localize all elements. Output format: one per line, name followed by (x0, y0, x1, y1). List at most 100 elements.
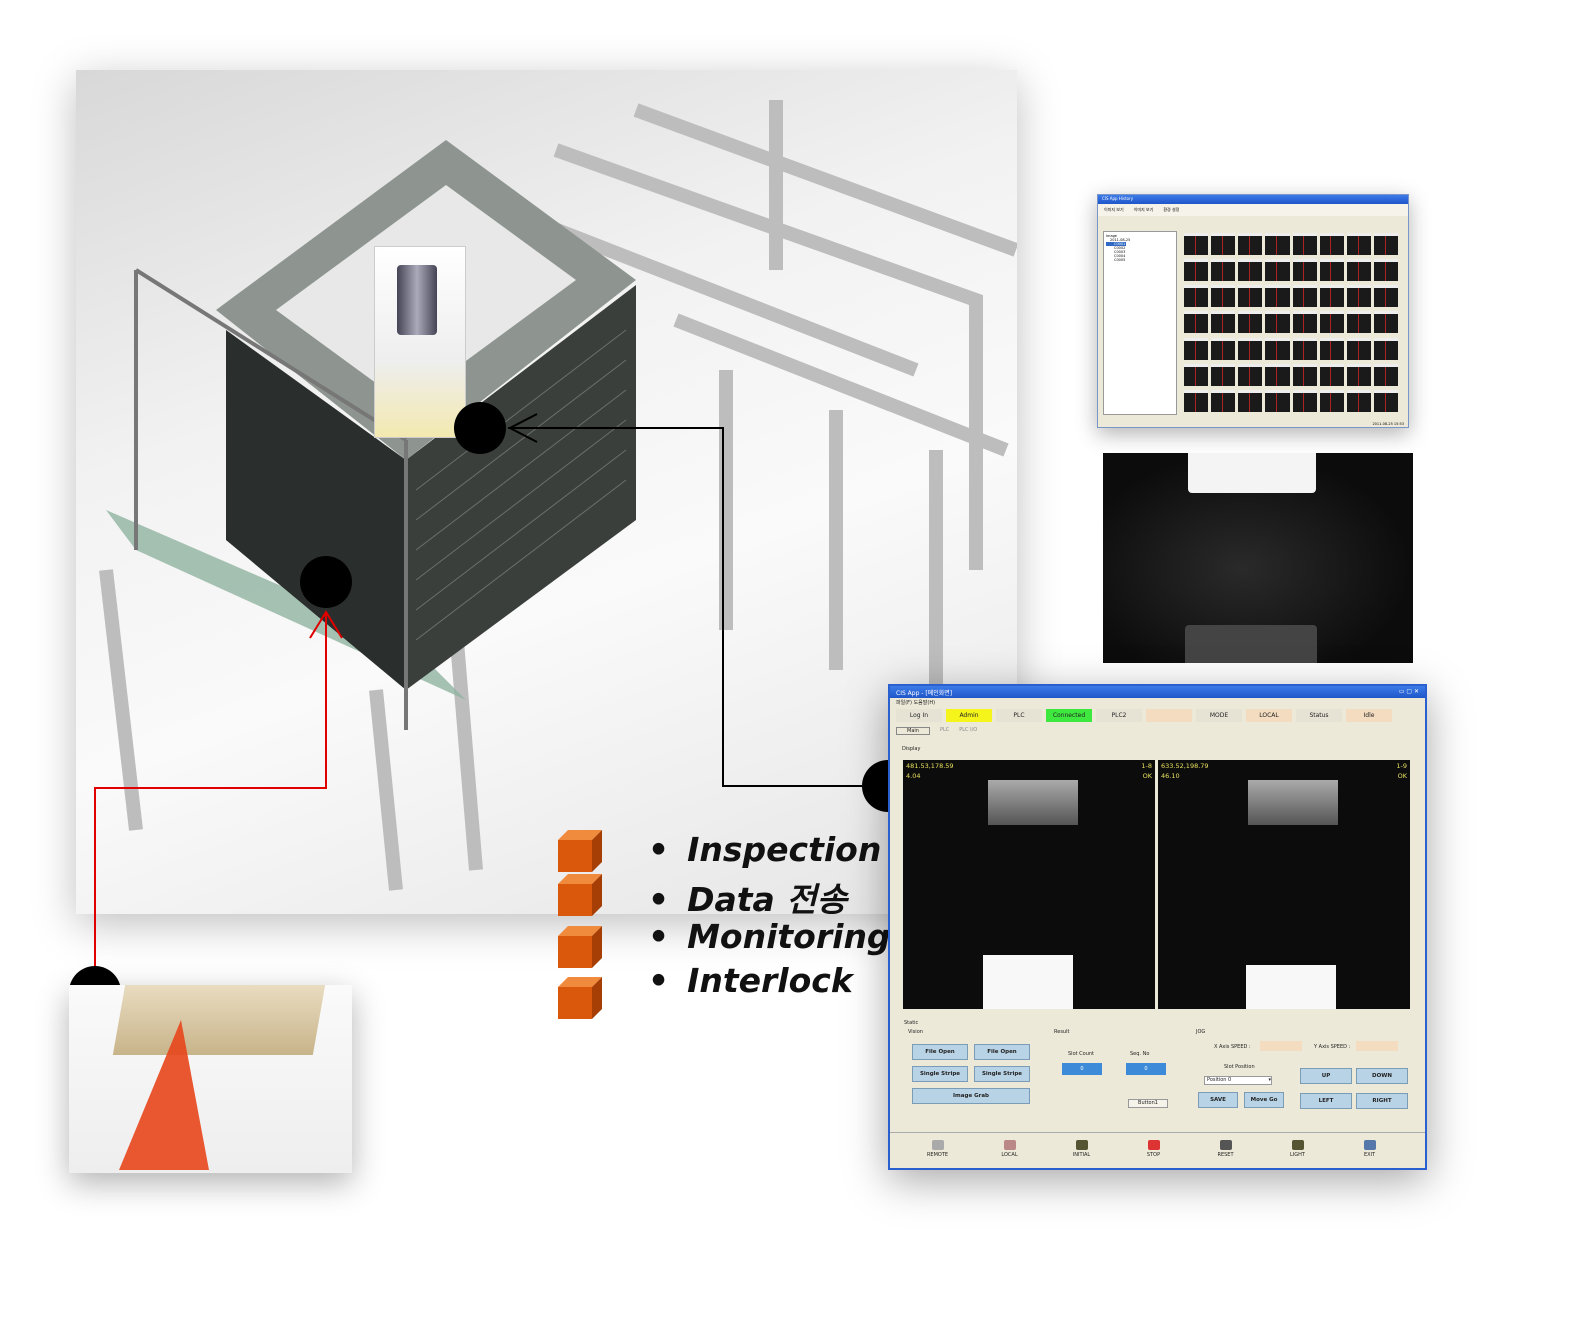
thumbnail-image[interactable] (1265, 285, 1290, 308)
thumbnail-image[interactable] (1265, 389, 1290, 412)
initial-icon (1075, 1140, 1088, 1150)
thumbnail-image[interactable] (1373, 337, 1398, 360)
thumbnail-image[interactable] (1319, 285, 1344, 308)
thumbnail-image[interactable] (1373, 233, 1398, 255)
thumbnail-image[interactable] (1346, 363, 1371, 386)
thumbnail-image[interactable] (1265, 259, 1290, 282)
thumbnail-image[interactable] (1265, 233, 1290, 255)
toolbar-view-2[interactable]: 이미지 보기 (1133, 207, 1154, 212)
thumbnail-image[interactable] (1238, 337, 1263, 360)
window-controls[interactable]: ▭ ▢ ✕ (1398, 688, 1419, 695)
thumbnail-image[interactable] (1238, 389, 1263, 412)
thumbnail-image[interactable] (1184, 259, 1209, 282)
position-select[interactable]: Position 0▾ (1204, 1076, 1272, 1085)
thumbnail-image[interactable] (1238, 285, 1263, 308)
thumbnail-image[interactable] (1238, 363, 1263, 386)
remote-button[interactable]: REMOTE (910, 1140, 965, 1158)
orange-cube-icon (558, 926, 602, 968)
reset-button[interactable]: RESET (1198, 1140, 1253, 1158)
x-axis-speed-input[interactable] (1260, 1041, 1302, 1051)
move-go-button[interactable]: Move Go (1244, 1092, 1284, 1108)
thumbnail-image[interactable] (1373, 363, 1398, 386)
thumbnail-image[interactable] (1265, 363, 1290, 386)
thumbnail-image[interactable] (1184, 337, 1209, 360)
left-button[interactable]: LEFT (1300, 1093, 1352, 1109)
save-button[interactable]: SAVE (1198, 1092, 1238, 1108)
thumbnail-image[interactable] (1319, 389, 1344, 412)
thumbnail-image[interactable] (1211, 285, 1236, 308)
status-cell[interactable]: Log In (896, 709, 942, 722)
thumbnail-image[interactable] (1211, 259, 1236, 282)
single-stripe-button-1[interactable]: Single Stripe (912, 1066, 968, 1082)
thumbnail-image[interactable] (1184, 233, 1209, 255)
thumbnail-image[interactable] (1346, 389, 1371, 412)
thumbnail-image[interactable] (1292, 259, 1317, 282)
thumbnail-image[interactable] (1292, 389, 1317, 412)
thumbnail-image[interactable] (1319, 233, 1344, 255)
thumbnail-image[interactable] (1346, 337, 1371, 360)
x-axis-speed-label: X Axis SPEED : (1214, 1044, 1251, 1050)
thumbnail-image[interactable] (1184, 389, 1209, 412)
machine-cad-render (76, 70, 1019, 914)
thumbnail-image[interactable] (1346, 285, 1371, 308)
thumbnail-image[interactable] (1319, 337, 1344, 360)
remote-icon (931, 1140, 944, 1150)
thumbnail-image[interactable] (1211, 311, 1236, 334)
thumbnail-image[interactable] (1184, 285, 1209, 308)
thumbnail-image[interactable] (1238, 259, 1263, 282)
thumbnail-image[interactable] (1265, 311, 1290, 334)
up-button[interactable]: UP (1300, 1068, 1352, 1084)
thumbnail-image[interactable] (1373, 259, 1398, 282)
thumbnail-image[interactable] (1265, 337, 1290, 360)
stop-button[interactable]: STOP (1126, 1140, 1181, 1158)
thumbnail-image[interactable] (1346, 233, 1371, 255)
image-grab-button[interactable]: Image Grab (912, 1088, 1030, 1104)
thumbnail-image[interactable] (1238, 311, 1263, 334)
thumbnail-image[interactable] (1319, 363, 1344, 386)
thumbnail-image[interactable] (1292, 233, 1317, 255)
thumbnail-image[interactable] (1319, 311, 1344, 334)
thumbnail-image[interactable] (1211, 337, 1236, 360)
thumbnail-image[interactable] (1373, 285, 1398, 308)
thumbnail-image[interactable] (1292, 285, 1317, 308)
seq-no-value: 0 (1126, 1063, 1166, 1075)
button1[interactable]: Button1 (1128, 1099, 1168, 1108)
thumbnail-image[interactable] (1292, 363, 1317, 386)
thumbnail-image[interactable] (1373, 311, 1398, 334)
bottom-button-label: STOP (1146, 1152, 1161, 1158)
thumbnail-image[interactable] (1346, 259, 1371, 282)
slot-position-label: Slot Position (1224, 1064, 1255, 1070)
down-button[interactable]: DOWN (1356, 1068, 1408, 1084)
y-axis-speed-input[interactable] (1356, 1041, 1398, 1051)
stop-icon (1147, 1140, 1160, 1150)
slot-count-value: 0 (1062, 1063, 1102, 1075)
thumbnail-image[interactable] (1373, 389, 1398, 412)
single-stripe-button-2[interactable]: Single Stripe (974, 1066, 1030, 1082)
thumbnail-image[interactable] (1346, 311, 1371, 334)
thumbnail-image[interactable] (1184, 363, 1209, 386)
thumbnail-image[interactable] (1211, 233, 1236, 255)
app-menu[interactable]: 파일(F) 도움말(H) (896, 700, 936, 706)
right-button[interactable]: RIGHT (1356, 1093, 1408, 1109)
orange-cube-icon (558, 830, 602, 872)
thumbnail-image[interactable] (1211, 363, 1236, 386)
tab-plc[interactable]: PLC (939, 727, 950, 733)
file-open-button-1[interactable]: File Open (912, 1044, 968, 1060)
thumbnail-image[interactable] (1292, 311, 1317, 334)
thumbnail-image[interactable] (1184, 311, 1209, 334)
thumbnail-image[interactable] (1211, 389, 1236, 412)
file-open-button-2[interactable]: File Open (974, 1044, 1030, 1060)
thumbnail-image[interactable] (1238, 233, 1263, 255)
thumbnail-image[interactable] (1292, 337, 1317, 360)
light-button[interactable]: LIGHT (1270, 1140, 1325, 1158)
tab-plc-io[interactable]: PLC I/O (959, 727, 978, 733)
thumbnail-image[interactable] (1319, 259, 1344, 282)
toolbar-settings[interactable]: 환경 설정 (1163, 207, 1180, 212)
initial-button[interactable]: INITIAL (1054, 1140, 1109, 1158)
status-cell: PLC (996, 709, 1042, 722)
exit-button[interactable]: EXIT (1342, 1140, 1397, 1158)
toolbar-view-1[interactable]: 이미지 보기 (1104, 207, 1124, 212)
local-button[interactable]: LOCAL (982, 1140, 1037, 1158)
tab-main[interactable]: Main (896, 727, 930, 735)
